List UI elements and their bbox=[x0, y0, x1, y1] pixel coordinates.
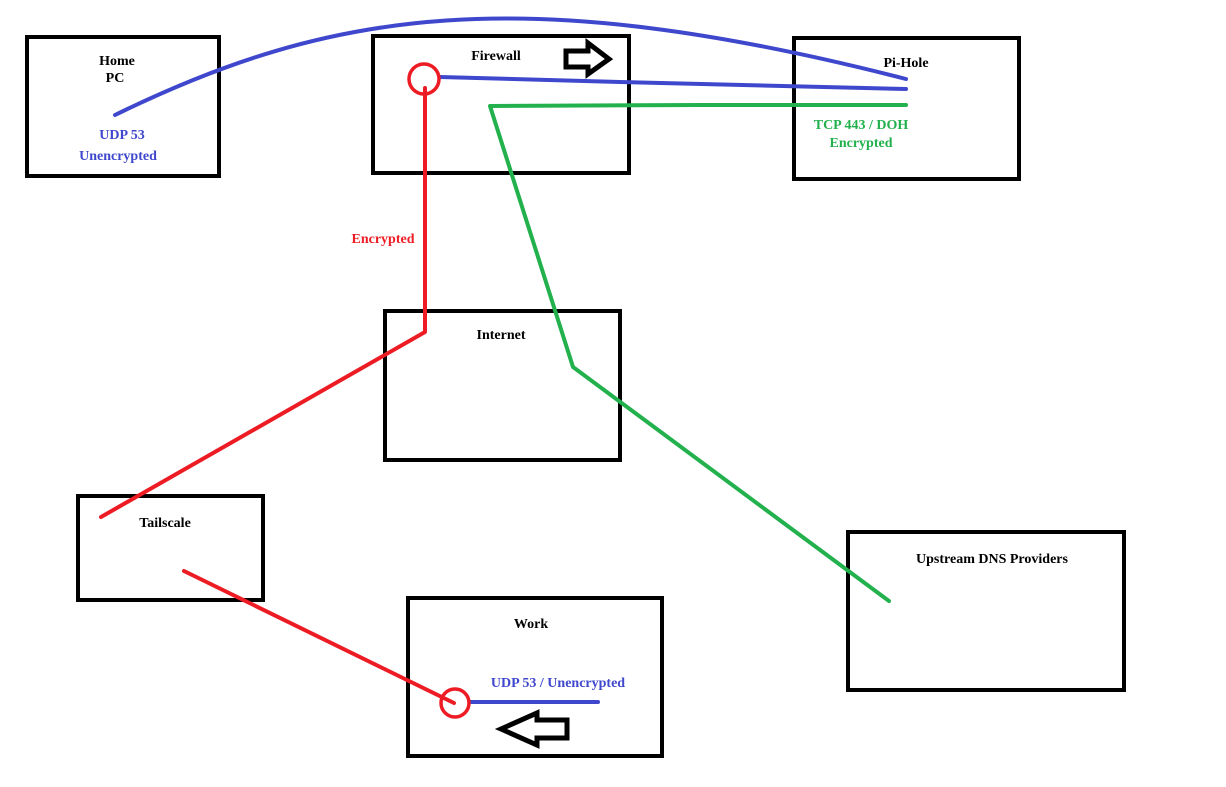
home-pc-box bbox=[25, 35, 221, 178]
firewall-to-tailscale-link bbox=[99, 86, 427, 519]
tailscale-title: Tailscale bbox=[139, 516, 191, 531]
arrow-left-icon bbox=[494, 709, 570, 749]
firewall-title: Firewall bbox=[471, 49, 521, 64]
tunnel-encrypted-label: Encrypted bbox=[352, 232, 415, 247]
node-pi-hole: Pi-Hole TCP 443 / DOH Encrypted bbox=[792, 36, 1021, 181]
tailscale-box bbox=[76, 494, 265, 602]
pi-hole-box bbox=[792, 36, 1021, 181]
node-tailscale: Tailscale bbox=[76, 494, 265, 602]
home-pc-to-pi-hole-link bbox=[113, 16, 908, 117]
pi-hole-encryption-label: Encrypted bbox=[830, 136, 893, 151]
internet-box bbox=[383, 309, 622, 462]
home-pc-title-line1: Home bbox=[99, 54, 135, 69]
tailscale-to-work-link bbox=[182, 569, 456, 705]
pi-hole-to-upstream-dns-link bbox=[488, 103, 908, 603]
pi-hole-title: Pi-Hole bbox=[883, 56, 928, 71]
work-protocol-label: UDP 53 / Unencrypted bbox=[491, 676, 625, 691]
firewall-endpoint-ring bbox=[407, 62, 441, 96]
firewall-to-pi-hole-link bbox=[438, 75, 908, 91]
work-endpoint-ring bbox=[439, 687, 471, 719]
node-internet: Internet bbox=[383, 309, 622, 462]
internet-title: Internet bbox=[477, 328, 526, 343]
pi-hole-protocol-label: TCP 443 / DOH bbox=[814, 118, 909, 133]
upstream-dns-box bbox=[846, 530, 1126, 692]
home-pc-protocol-label: UDP 53 bbox=[99, 128, 145, 143]
node-upstream-dns: Upstream DNS Providers bbox=[846, 530, 1126, 692]
node-home-pc: Home PC UDP 53 Unencrypted bbox=[25, 35, 221, 178]
upstream-dns-title: Upstream DNS Providers bbox=[916, 552, 1068, 567]
work-title: Work bbox=[514, 617, 548, 632]
home-pc-encryption-label: Unencrypted bbox=[79, 149, 157, 164]
home-pc-title-line2: PC bbox=[106, 71, 125, 86]
arrow-right-icon bbox=[563, 37, 614, 79]
